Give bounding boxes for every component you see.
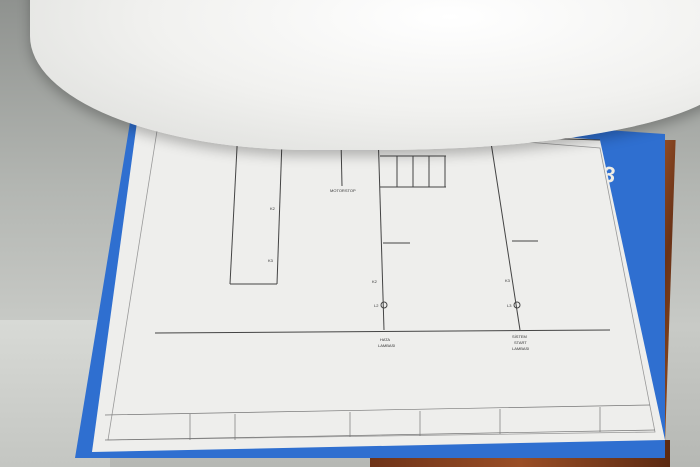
lamp-l2-symbol xyxy=(380,301,388,309)
k3-left-label: K3 xyxy=(268,258,274,263)
lamp-l3-label: L3 xyxy=(507,303,512,308)
lamp-left-caption: LAMBASI xyxy=(378,343,395,348)
second-rung xyxy=(276,139,283,285)
lamp-l3-symbol xyxy=(513,301,521,309)
motor-stop-label: MOTORSTOP xyxy=(330,188,356,193)
lamp-right-caption: START xyxy=(514,340,527,345)
bottom-bus xyxy=(154,329,611,334)
lamp-left-caption: HATA xyxy=(380,337,390,342)
k2-right-label: K2 xyxy=(372,279,378,284)
left-rung xyxy=(229,127,239,285)
curled-page xyxy=(30,0,700,150)
k2-left-label: K2 xyxy=(270,206,276,211)
lamp-right-caption: LAMBASI xyxy=(512,346,529,351)
k3-right-label: K3 xyxy=(505,278,511,283)
title-block xyxy=(104,404,656,441)
lamp-left-rung xyxy=(377,129,385,331)
lamp-l2-label: L2 xyxy=(374,303,379,308)
lamp-right-caption: SİSTEM xyxy=(512,334,527,339)
lamp-right-rung xyxy=(489,135,521,331)
